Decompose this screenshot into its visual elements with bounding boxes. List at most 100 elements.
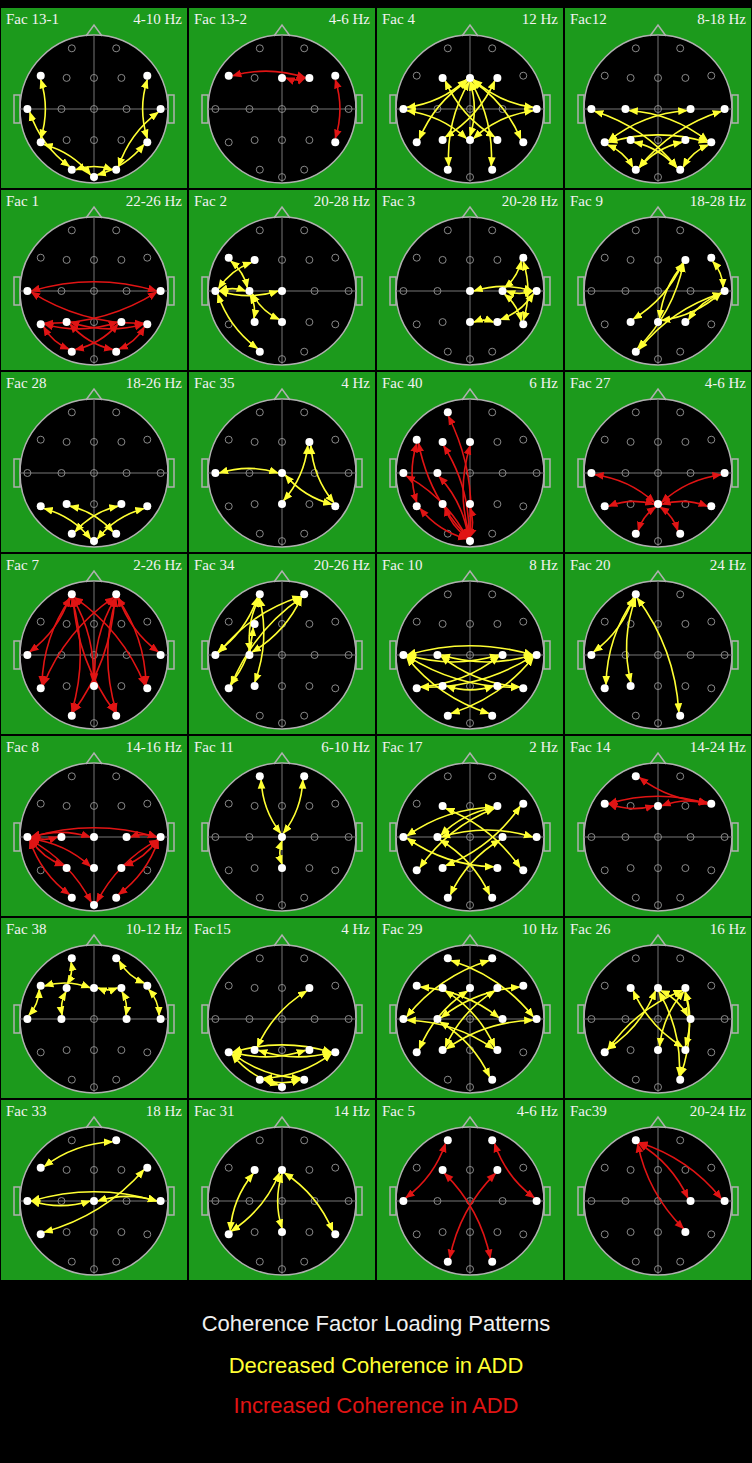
head-map xyxy=(377,372,563,552)
head-map xyxy=(565,190,751,370)
head-map xyxy=(565,554,751,734)
frequency-label: 20-24 Hz xyxy=(690,1103,746,1120)
factor-label: Fac 35 xyxy=(194,375,234,392)
head-map xyxy=(1,918,187,1098)
factor-panel: Fac 406 Hz xyxy=(377,372,563,552)
frequency-label: 2 Hz xyxy=(529,739,558,756)
factor-panel: Fac128-18 Hz xyxy=(565,8,751,188)
head-map xyxy=(565,918,751,1098)
legend-text: Increased Coherence in ADD xyxy=(234,1393,519,1418)
head-map xyxy=(377,918,563,1098)
head-map xyxy=(1,190,187,370)
head-map xyxy=(189,736,375,916)
factor-label: Fac 4 xyxy=(382,11,415,28)
head-map xyxy=(1,736,187,916)
factor-label: Fac 13-2 xyxy=(194,11,247,28)
frequency-label: 24 Hz xyxy=(710,557,746,574)
frequency-label: 4-6 Hz xyxy=(517,1103,558,1120)
factor-panel: Fac 34 20-26 Hz xyxy=(189,554,375,734)
factor-panel: Fac 4 12 Hz xyxy=(377,8,563,188)
factor-panel: Fac 28 18-26 Hz xyxy=(1,372,187,552)
frequency-label: 6-10 Hz xyxy=(321,739,370,756)
frequency-label: 18-28 Hz xyxy=(690,193,746,210)
frequency-label: 12 Hz xyxy=(522,11,558,28)
head-map xyxy=(377,736,563,916)
frequency-label: 18-26 Hz xyxy=(126,375,182,392)
factor-label: Fac 28 xyxy=(6,375,46,392)
factor-panel: Fac 2 20-28 Hz xyxy=(189,190,375,370)
frequency-label: 22-26 Hz xyxy=(126,193,182,210)
head-map xyxy=(377,1100,563,1280)
factor-label: Fac15 xyxy=(194,921,231,938)
frequency-label: 10-12 Hz xyxy=(126,921,182,938)
factor-label: Fac 9 xyxy=(570,193,603,210)
head-map xyxy=(189,8,375,188)
frequency-label: 14 Hz xyxy=(334,1103,370,1120)
factor-panel: Fac 35 4 Hz xyxy=(189,372,375,552)
factor-label: Fac 27 xyxy=(570,375,610,392)
factor-label: Fac 17 xyxy=(382,739,422,756)
legend-entry: Increased Coherence in ADD xyxy=(0,1392,752,1420)
factor-panel: Fac 27 4-6 Hz xyxy=(565,372,751,552)
frequency-label: 20-28 Hz xyxy=(314,193,370,210)
factor-panel: Fac 122-26 Hz xyxy=(1,190,187,370)
head-map xyxy=(189,190,375,370)
factor-panel: Fac 13-14-10 Hz xyxy=(1,8,187,188)
factor-label: Fac 34 xyxy=(194,557,234,574)
factor-label: Fac 7 xyxy=(6,557,39,574)
factor-panel: Fac 14 14-24 Hz xyxy=(565,736,751,916)
factor-panel: Fac 2616 Hz xyxy=(565,918,751,1098)
head-map xyxy=(189,1100,375,1280)
factor-panel: Fac 17 2 Hz xyxy=(377,736,563,916)
factor-panel: Fac154 Hz xyxy=(189,918,375,1098)
head-map xyxy=(565,8,751,188)
frequency-label: 8-18 Hz xyxy=(697,11,746,28)
factor-label: Fac 5 xyxy=(382,1103,415,1120)
factor-panel: Fac39 20-24 Hz xyxy=(565,1100,751,1280)
factor-panel: Fac 20 24 Hz xyxy=(565,554,751,734)
frequency-label: 4-6 Hz xyxy=(705,375,746,392)
head-map xyxy=(565,736,751,916)
factor-panel: Fac 8 14-16 Hz xyxy=(1,736,187,916)
head-map xyxy=(189,554,375,734)
factor-panel: Fac 11 6-10 Hz xyxy=(189,736,375,916)
factor-panel: Fac 29 10 Hz xyxy=(377,918,563,1098)
factor-label: Fac 10 xyxy=(382,557,422,574)
head-map xyxy=(377,554,563,734)
factor-panel: Fac 38 10-12 Hz xyxy=(1,918,187,1098)
factor-label: Fac 2 xyxy=(194,193,227,210)
factor-label: Fac 38 xyxy=(6,921,46,938)
head-map xyxy=(377,8,563,188)
factor-panel: Fac 3114 Hz xyxy=(189,1100,375,1280)
frequency-label: 10 Hz xyxy=(522,921,558,938)
head-map xyxy=(189,918,375,1098)
frequency-label: 14-16 Hz xyxy=(126,739,182,756)
factor-label: Fac 11 xyxy=(194,739,234,756)
factor-label: Fac 20 xyxy=(570,557,610,574)
factor-label: Fac 29 xyxy=(382,921,422,938)
frequency-label: 6 Hz xyxy=(529,375,558,392)
frequency-label: 14-24 Hz xyxy=(690,739,746,756)
factor-label: Fac39 xyxy=(570,1103,607,1120)
frequency-label: 20-26 Hz xyxy=(314,557,370,574)
figure-caption: Coherence Factor Loading Patterns xyxy=(0,1310,752,1338)
head-map xyxy=(1,8,187,188)
factor-panel: Fac 3318 Hz xyxy=(1,1100,187,1280)
head-map xyxy=(1,1100,187,1280)
legend-text: Decreased Coherence in ADD xyxy=(229,1353,524,1378)
frequency-label: 20-28 Hz xyxy=(502,193,558,210)
factor-label: Fac 3 xyxy=(382,193,415,210)
head-map xyxy=(565,1100,751,1280)
head-map xyxy=(565,372,751,552)
frequency-label: 4-6 Hz xyxy=(329,11,370,28)
frequency-label: 2-26 Hz xyxy=(133,557,182,574)
factor-panel: Fac 5 4-6 Hz xyxy=(377,1100,563,1280)
factor-label: Fac 14 xyxy=(570,739,610,756)
factor-panel: Fac 9 18-28 Hz xyxy=(565,190,751,370)
frequency-label: 4 Hz xyxy=(341,375,370,392)
head-map xyxy=(189,372,375,552)
factor-label: Fac 8 xyxy=(6,739,39,756)
factor-panel: Fac 3 20-28 Hz xyxy=(377,190,563,370)
frequency-label: 4-10 Hz xyxy=(133,11,182,28)
